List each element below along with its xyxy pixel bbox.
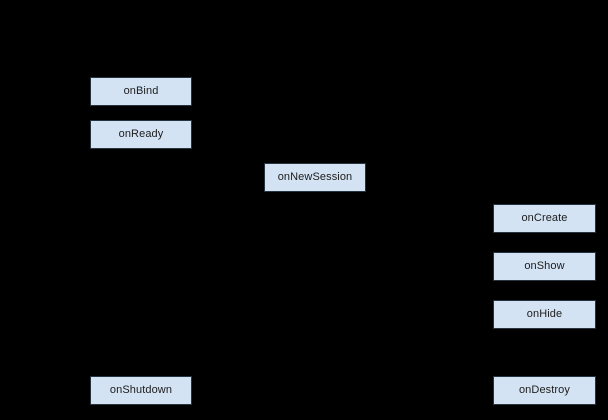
node-on-new-session[interactable]: onNewSession [264,163,366,192]
node-on-hide[interactable]: onHide [493,300,596,329]
node-label: onDestroy [518,384,571,396]
node-label: onBind [123,85,159,97]
node-on-show[interactable]: onShow [493,252,596,281]
node-label: onShutdown [109,384,173,396]
node-label: onReady [118,128,164,140]
node-on-destroy[interactable]: onDestroy [493,376,596,405]
node-label: onShow [524,260,565,272]
node-on-create[interactable]: onCreate [493,204,596,233]
node-on-ready[interactable]: onReady [90,120,192,149]
node-on-bind[interactable]: onBind [90,77,192,106]
node-label: onCreate [521,212,568,224]
node-label: onNewSession [277,171,353,183]
node-on-shutdown[interactable]: onShutdown [90,376,192,405]
node-label: onHide [526,308,563,320]
